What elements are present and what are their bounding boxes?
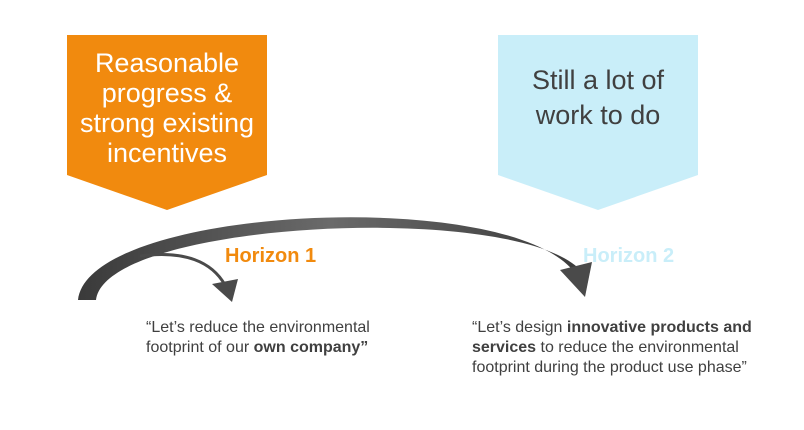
horizon-1-label: Horizon 1 <box>225 245 317 267</box>
banner-line: strong existing <box>79 107 255 138</box>
banner-line: Still a lot of <box>531 64 665 95</box>
horizon-2-quote: “Let’s design innovative products and se… <box>472 318 792 378</box>
horizon-2-label: Horizon 2 <box>583 245 675 267</box>
quote-text: “Let’s design <box>472 319 567 336</box>
banner-line: incentives <box>106 137 228 168</box>
long-arc <box>78 217 583 300</box>
arrowhead-icon <box>212 279 238 302</box>
horizon-1-quote: “Let’s reduce the environmental footprin… <box>146 318 386 358</box>
horizon-2-banner-text: Still a lot of work to do <box>532 63 664 133</box>
horizon-1-banner: Reasonable progress & strong existing in… <box>67 35 267 210</box>
horizon-2-banner: Still a lot of work to do <box>498 35 698 210</box>
quote-emphasis: innovative products and services <box>472 319 752 356</box>
banner-line: Reasonable <box>94 47 240 78</box>
quote-emphasis: own company” <box>253 339 369 356</box>
quote-text: “Let’s reduce the environmental footprin… <box>146 319 370 356</box>
short-arc <box>139 252 227 286</box>
banner-line: progress & <box>101 77 233 108</box>
horizon-1-banner-text: Reasonable progress & strong existing in… <box>80 48 254 168</box>
arrowhead-icon <box>560 262 592 297</box>
banner-line: work to do <box>535 99 661 130</box>
quote-text: to reduce the environmental footprint du… <box>472 339 747 376</box>
